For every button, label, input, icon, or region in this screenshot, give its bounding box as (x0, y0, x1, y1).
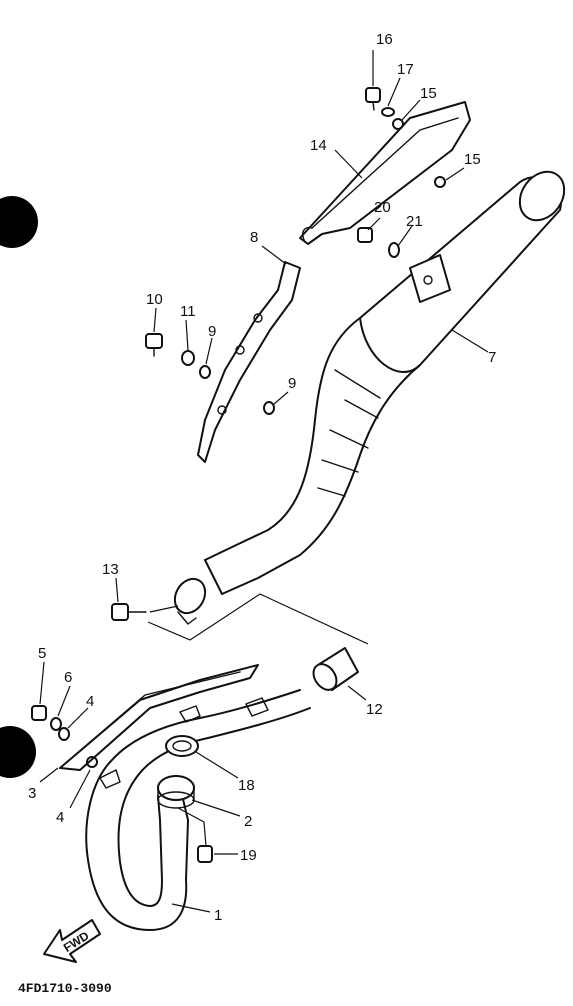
callout-18: 18 (238, 777, 255, 794)
callout-15a: 15 (420, 85, 437, 102)
callout-9a: 9 (208, 323, 216, 340)
callout-20: 20 (374, 199, 391, 216)
bolt-16 (365, 87, 381, 111)
gasket-18 (165, 735, 199, 757)
callout-4a: 4 (86, 693, 94, 710)
muffler-7 (173, 170, 566, 625)
callout-4b: 4 (56, 809, 64, 826)
callout-14: 14 (310, 137, 327, 154)
fwd-arrow-icon: FWD (43, 919, 101, 963)
callout-8: 8 (250, 229, 258, 246)
gasket-12 (312, 647, 359, 691)
collar-15a (392, 118, 404, 130)
washer-21 (388, 242, 400, 258)
washer-4b (86, 756, 98, 768)
flange-2 (157, 775, 195, 809)
washer-11 (181, 350, 195, 366)
callout-7: 7 (488, 349, 496, 366)
spring-washer-17 (381, 107, 395, 117)
bolt-20 (357, 227, 373, 243)
exhaust-pipe-1 (85, 689, 311, 931)
callout-12: 12 (366, 701, 383, 718)
nut-19 (197, 845, 213, 863)
protector-strip (59, 664, 259, 771)
callout-15b: 15 (464, 151, 481, 168)
callout-5: 5 (38, 645, 46, 662)
binder-hole-top (0, 196, 38, 248)
callout-19: 19 (240, 847, 257, 864)
callout-17: 17 (397, 61, 414, 78)
bolt-5 (31, 705, 47, 721)
callout-16: 16 (376, 31, 393, 48)
washer-9a (199, 365, 211, 379)
callout-10: 10 (146, 291, 163, 308)
bolt-13 (111, 603, 147, 621)
callout-6: 6 (64, 669, 72, 686)
bolt-10 (145, 333, 163, 357)
callout-labels: 16 17 15 14 15 20 21 8 10 11 9 7 9 13 5 … (28, 31, 496, 924)
collar-15b (434, 176, 446, 188)
heat-shield-14 (299, 101, 471, 245)
callout-2: 2 (244, 813, 252, 830)
callout-1: 1 (214, 907, 222, 924)
callout-13: 13 (102, 561, 119, 578)
callout-21: 21 (406, 213, 423, 230)
callout-3: 3 (28, 785, 36, 802)
bracket-8 (197, 261, 301, 463)
washer-9b (263, 401, 275, 415)
washer-6 (50, 717, 62, 731)
washer-4a (58, 727, 70, 741)
callout-9b: 9 (288, 375, 296, 392)
binder-hole-bottom (0, 726, 36, 778)
diagram-code: 4FD1710-3090 (18, 981, 112, 996)
callout-11: 11 (180, 303, 196, 320)
leader-lines (39, 50, 489, 913)
